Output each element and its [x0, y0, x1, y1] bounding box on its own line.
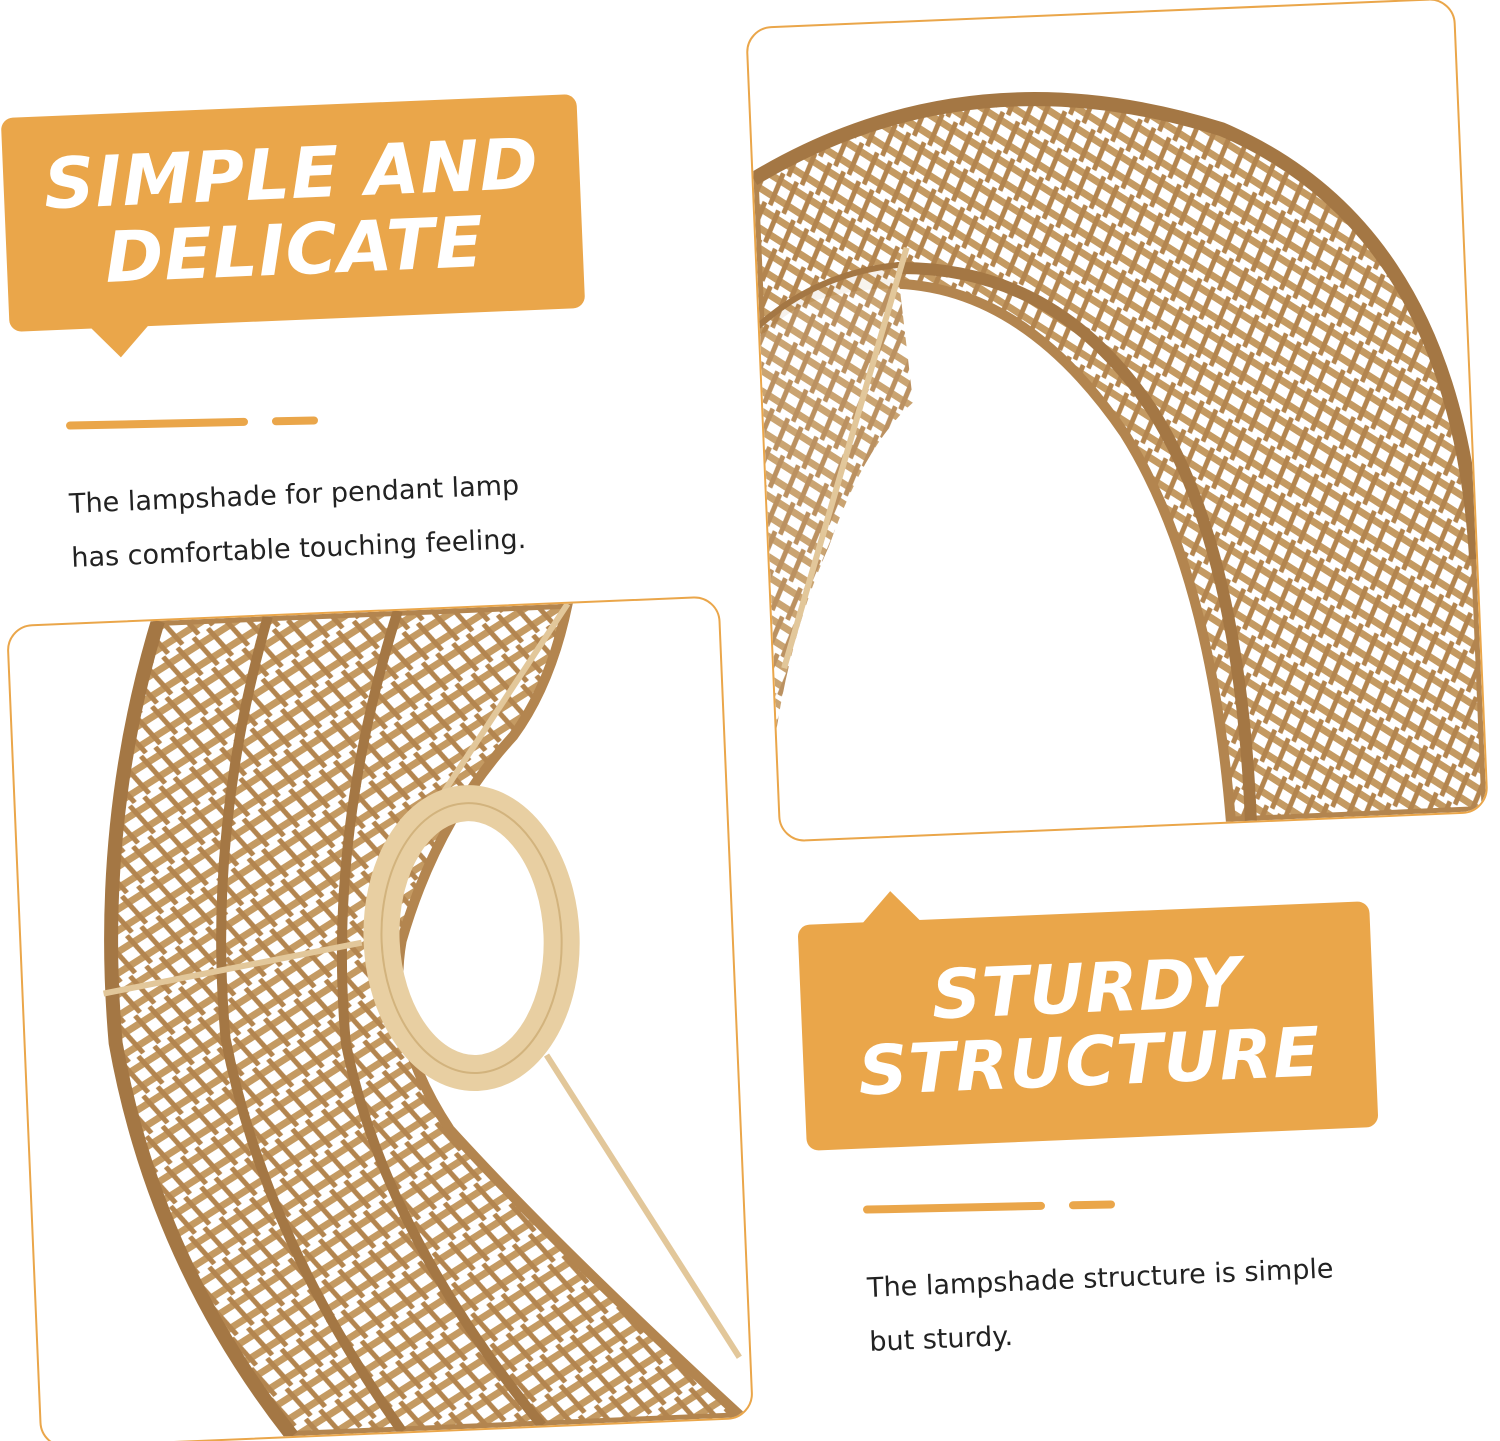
feature-banner-simple-delicate: SIMPLE AND DELICATE — [0, 94, 586, 332]
divider-long-dash — [65, 417, 249, 430]
feature-banner-sturdy-structure: STURDY STRUCTURE — [797, 901, 1379, 1151]
lampshade-underside-photo — [6, 595, 754, 1441]
divider-short-dash — [1068, 1200, 1116, 1210]
lampshade-rim-photo — [745, 0, 1489, 843]
woven-underside-illustration — [102, 598, 752, 1441]
divider-long-dash — [862, 1201, 1046, 1214]
banner-title-line-2: STRUCTURE — [856, 1013, 1323, 1112]
banner-title-line-2: DELICATE — [103, 201, 486, 299]
divider-short-dash — [271, 416, 319, 426]
feature-description: The lampshade for pendant lamp has comfo… — [68, 459, 527, 586]
accent-divider — [65, 416, 319, 430]
accent-divider — [862, 1200, 1116, 1214]
feature-description: The lampshade structure is simple but st… — [866, 1242, 1337, 1369]
woven-rim-illustration — [748, 92, 1487, 827]
